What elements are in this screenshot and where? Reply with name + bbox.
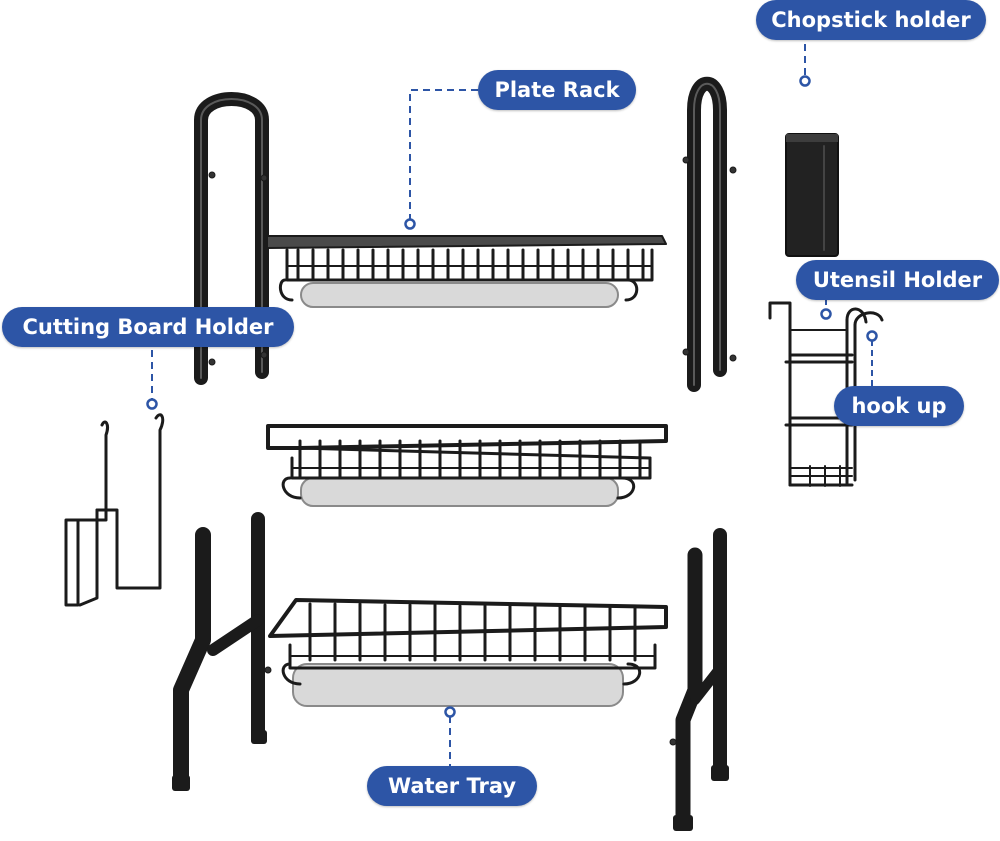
chopstick-holder-pin [799,75,811,87]
chopstick-holder-label: Chopstick holder [756,0,986,40]
plate-rack-tier [266,235,667,308]
hook-up-pin [866,330,878,342]
utensil-holder-basket [768,301,884,487]
middle-rack-tier [266,424,668,507]
cutting-board-hook [64,413,165,607]
plate-rack-pin [404,218,416,230]
right-legs [669,528,729,831]
utensil-holder-label: Utensil Holder [796,260,999,300]
cutting-board-holder-label: Cutting Board Holder [2,307,294,347]
cutting-board-holder-pin [146,398,158,410]
water-tray-label: Water Tray [367,766,537,806]
bottom-rack-tier [268,598,668,707]
chopstick-holder-cup [785,133,839,257]
left-legs [172,512,272,791]
right-arch-frame [682,76,737,392]
hook-up-label: hook up [834,386,964,426]
plate-rack-label: Plate Rack [478,70,636,110]
plate-rack-leader [409,89,478,224]
water-tray-pin [444,706,456,718]
left-arch-frame [194,92,269,385]
utensil-holder-pin [820,308,832,320]
